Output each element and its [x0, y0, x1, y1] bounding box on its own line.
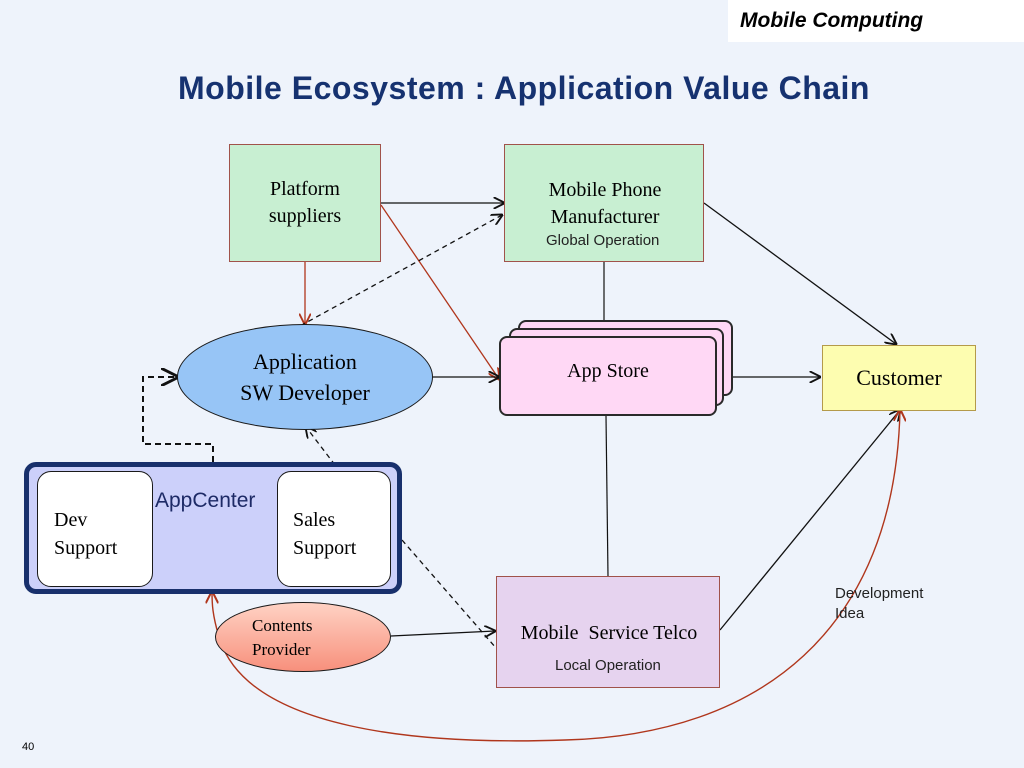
platform-suppliers-label-line1: Platform	[270, 178, 340, 200]
dev-support-label-line1: Dev	[54, 509, 88, 531]
appcenter-box: AppCenter Dev Support Sales Support	[24, 462, 402, 594]
sales-support-card: Sales Support	[277, 471, 391, 587]
app-store-label: App Store	[567, 359, 649, 382]
telco-label: Mobile Service Telco	[520, 622, 698, 644]
dev-support-label-line2: Support	[54, 537, 118, 559]
platform-suppliers-box: Platform suppliers	[229, 144, 381, 262]
telco-box: Mobile Service Telco Local Operation	[496, 576, 720, 688]
appcenter-label: AppCenter	[155, 489, 256, 512]
manufacturer-label-line1: Mobile Phone	[548, 179, 662, 201]
manufacturer-box: Mobile Phone Manufacturer Global Operati…	[504, 144, 704, 262]
dashed-appcenter-to-developer-right	[306, 427, 336, 466]
slide-title: Mobile Ecosystem : Application Value Cha…	[178, 70, 870, 106]
app-developer-label-line2: SW Developer	[240, 380, 370, 405]
platform-suppliers-label-line2: suppliers	[268, 205, 342, 227]
customer-label: Customer	[856, 365, 942, 390]
sales-support-label-line2: Support	[293, 537, 357, 559]
customer-box: Customer	[822, 345, 976, 411]
course-tag: Mobile Computing	[728, 0, 1024, 42]
arrow-platform-to-appstore	[380, 204, 499, 379]
development-idea-line1: Development	[835, 585, 924, 602]
line-appstore-to-telco	[605, 415, 609, 577]
sales-support-label-line1: Sales	[293, 509, 336, 531]
arrow-manufacturer-to-customer	[703, 202, 896, 344]
dashed-manufacturer-to-developer	[299, 215, 502, 327]
development-idea-line2: Idea	[835, 605, 865, 622]
development-idea-note: Development Idea	[835, 584, 923, 624]
local-operation-note: Local Operation	[555, 657, 661, 674]
page-number: 40	[22, 741, 35, 753]
contents-provider-label-line1: Contents	[252, 616, 313, 635]
contents-provider-ellipse: Contents Provider	[215, 602, 391, 672]
app-developer-ellipse: Application SW Developer	[177, 324, 433, 430]
dev-support-card: Dev Support	[37, 471, 153, 587]
app-store-card: App Store	[499, 336, 717, 416]
manufacturer-label-line2: Manufacturer	[550, 206, 660, 228]
app-developer-label-line1: Application	[253, 349, 357, 374]
arrow-contents-to-telco	[390, 631, 495, 636]
global-operation-note: Global Operation	[546, 232, 660, 249]
dashed-appcenter-to-telco	[401, 539, 497, 649]
contents-provider-label-line2: Provider	[252, 640, 311, 659]
